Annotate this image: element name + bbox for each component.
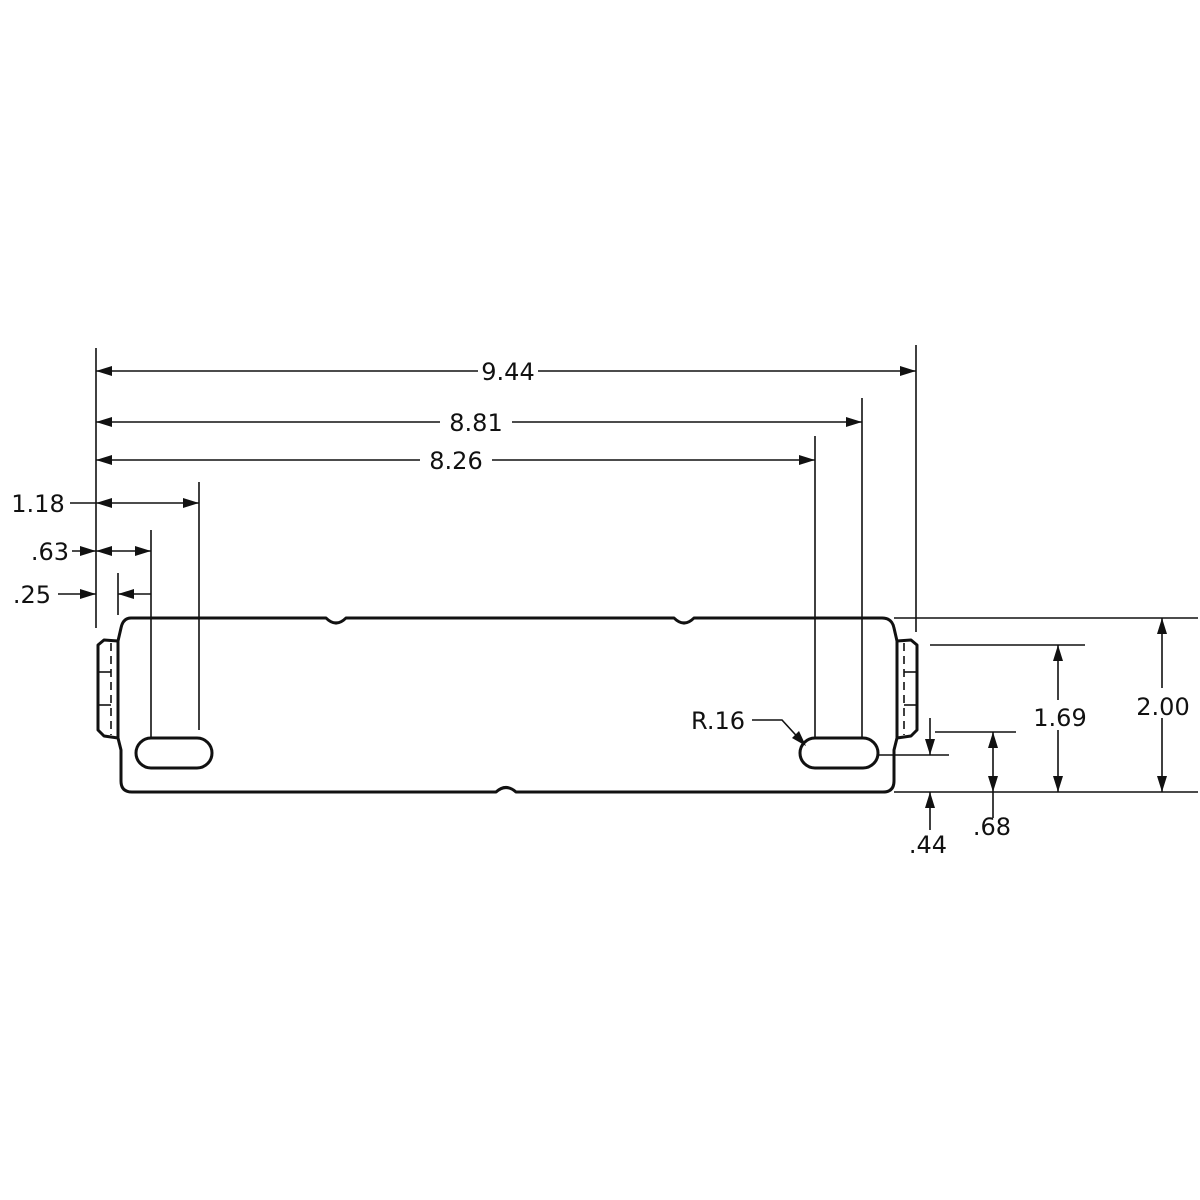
dim-slot-inner-span: 8.26 — [429, 447, 482, 475]
plate-outline — [116, 616, 899, 794]
dim-overall-length: 9.44 — [481, 358, 534, 386]
right-slot — [798, 736, 880, 770]
left-slot — [134, 736, 214, 770]
dim-slot-outer-offset: 1.18 — [11, 490, 64, 518]
left-flange — [96, 638, 119, 740]
dimension-lines — [58, 366, 1167, 830]
dim-upper-height: 1.69 — [1033, 704, 1086, 732]
dim-slot-outer-span: 8.81 — [449, 409, 502, 437]
dim-slot-inner-offset: .63 — [31, 538, 69, 566]
dim-slot-bottom: .44 — [909, 831, 947, 859]
right-flange — [896, 638, 919, 740]
part-outline — [96, 616, 919, 794]
extension-lines — [95, 345, 1198, 793]
dim-overall-height: 2.00 — [1136, 693, 1189, 721]
dim-slot-top: .68 — [973, 813, 1011, 841]
dim-flange-offset: .25 — [13, 581, 51, 609]
dimension-labels: 9.44 8.81 8.26 1.18 .63 .25 R.16 1.69 2.… — [11, 358, 1189, 859]
dim-slot-radius: R.16 — [691, 707, 745, 735]
